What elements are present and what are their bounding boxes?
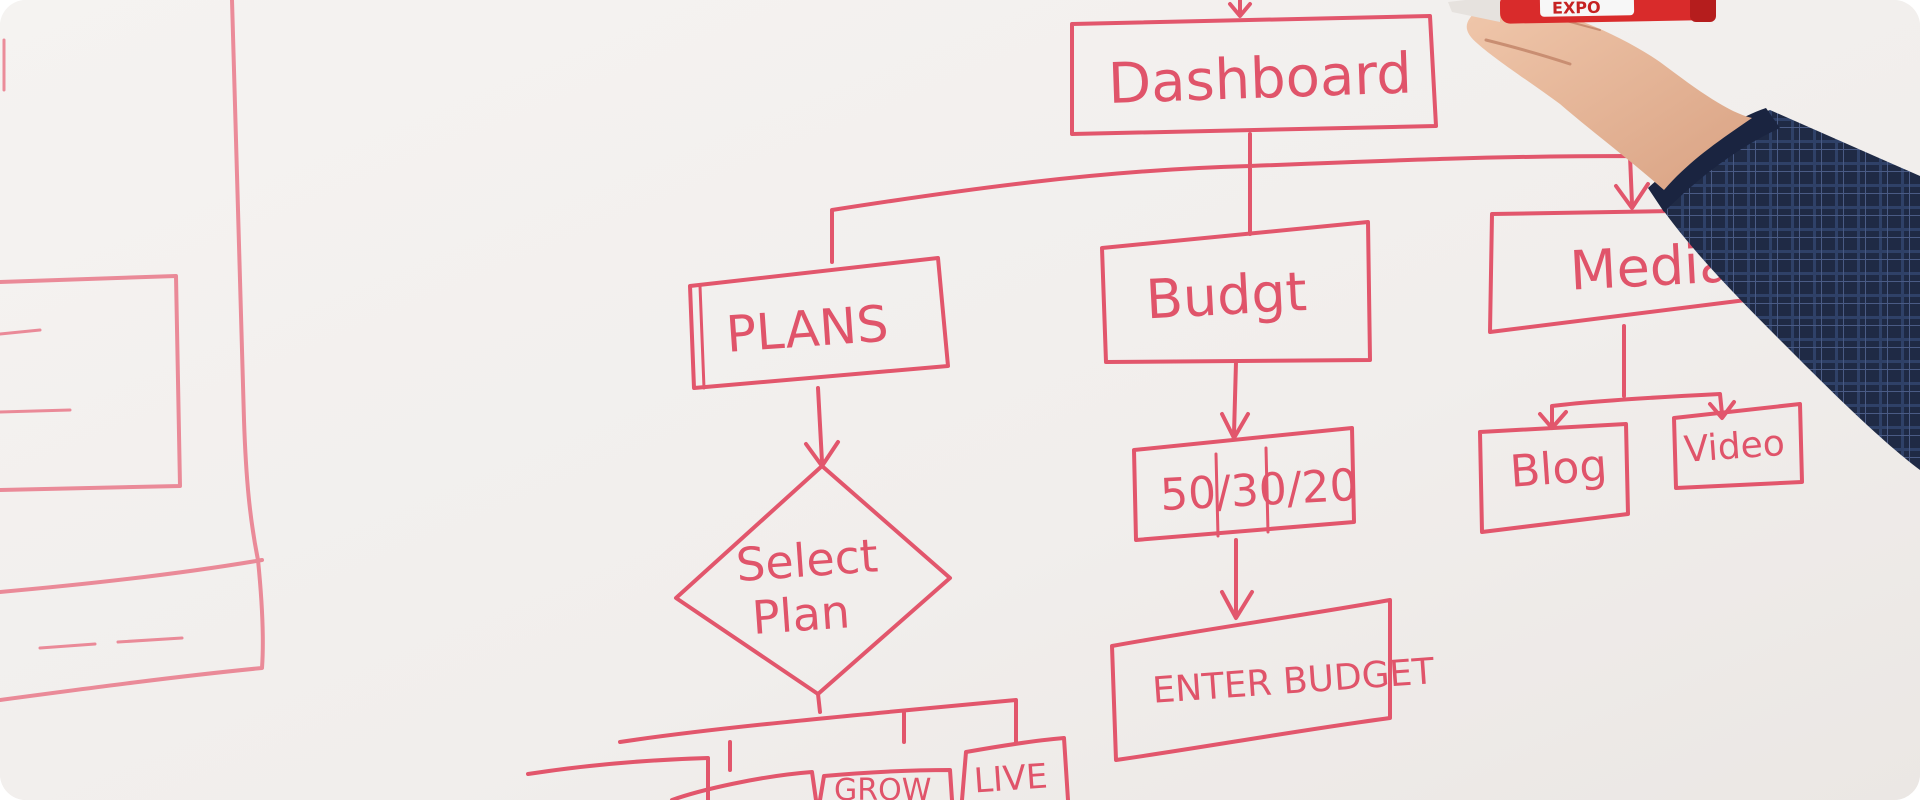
person-arm: EXPO — [1448, 0, 1920, 470]
grow-label: GROW — [834, 773, 931, 800]
plan-label: Plan — [750, 584, 851, 645]
marker-label — [1539, 0, 1635, 17]
hand — [1466, 2, 1752, 190]
budget-box — [1100, 220, 1372, 364]
marker-brand: EXPO — [1552, 0, 1601, 18]
marker: EXPO — [1448, 0, 1716, 24]
budget-rule-label: 50/30/20 — [1159, 460, 1359, 521]
media-arrow-head — [1614, 182, 1650, 210]
plans-label: PLANS — [724, 295, 890, 364]
select-label: Select — [734, 528, 879, 592]
enter-budget-box — [1110, 598, 1392, 762]
dashboard-connector — [830, 132, 1634, 264]
plan-option-box-grow — [818, 768, 954, 800]
left-wireframe-sketch — [0, 0, 265, 702]
plan-option-box-live — [960, 736, 1070, 800]
plan-option-box-2 — [670, 770, 818, 800]
dashboard-label: Dashboard — [1107, 41, 1413, 117]
sleeve-cuff — [1648, 108, 1780, 212]
plans-box — [688, 256, 950, 390]
video-box — [1672, 402, 1804, 490]
live-label: LIVE — [973, 756, 1049, 800]
flowchart — [526, 0, 1804, 800]
dashboard-box — [1070, 14, 1438, 136]
video-label: Video — [1683, 423, 1786, 471]
blog-label: Blog — [1508, 440, 1609, 498]
blog-box — [1478, 422, 1630, 534]
plaid-sleeve — [1650, 110, 1920, 470]
budget-rule-box — [1132, 426, 1356, 542]
top-arrow — [1228, 0, 1252, 18]
budget-label: Budgt — [1144, 260, 1308, 331]
plan-option-box-1 — [526, 756, 710, 800]
